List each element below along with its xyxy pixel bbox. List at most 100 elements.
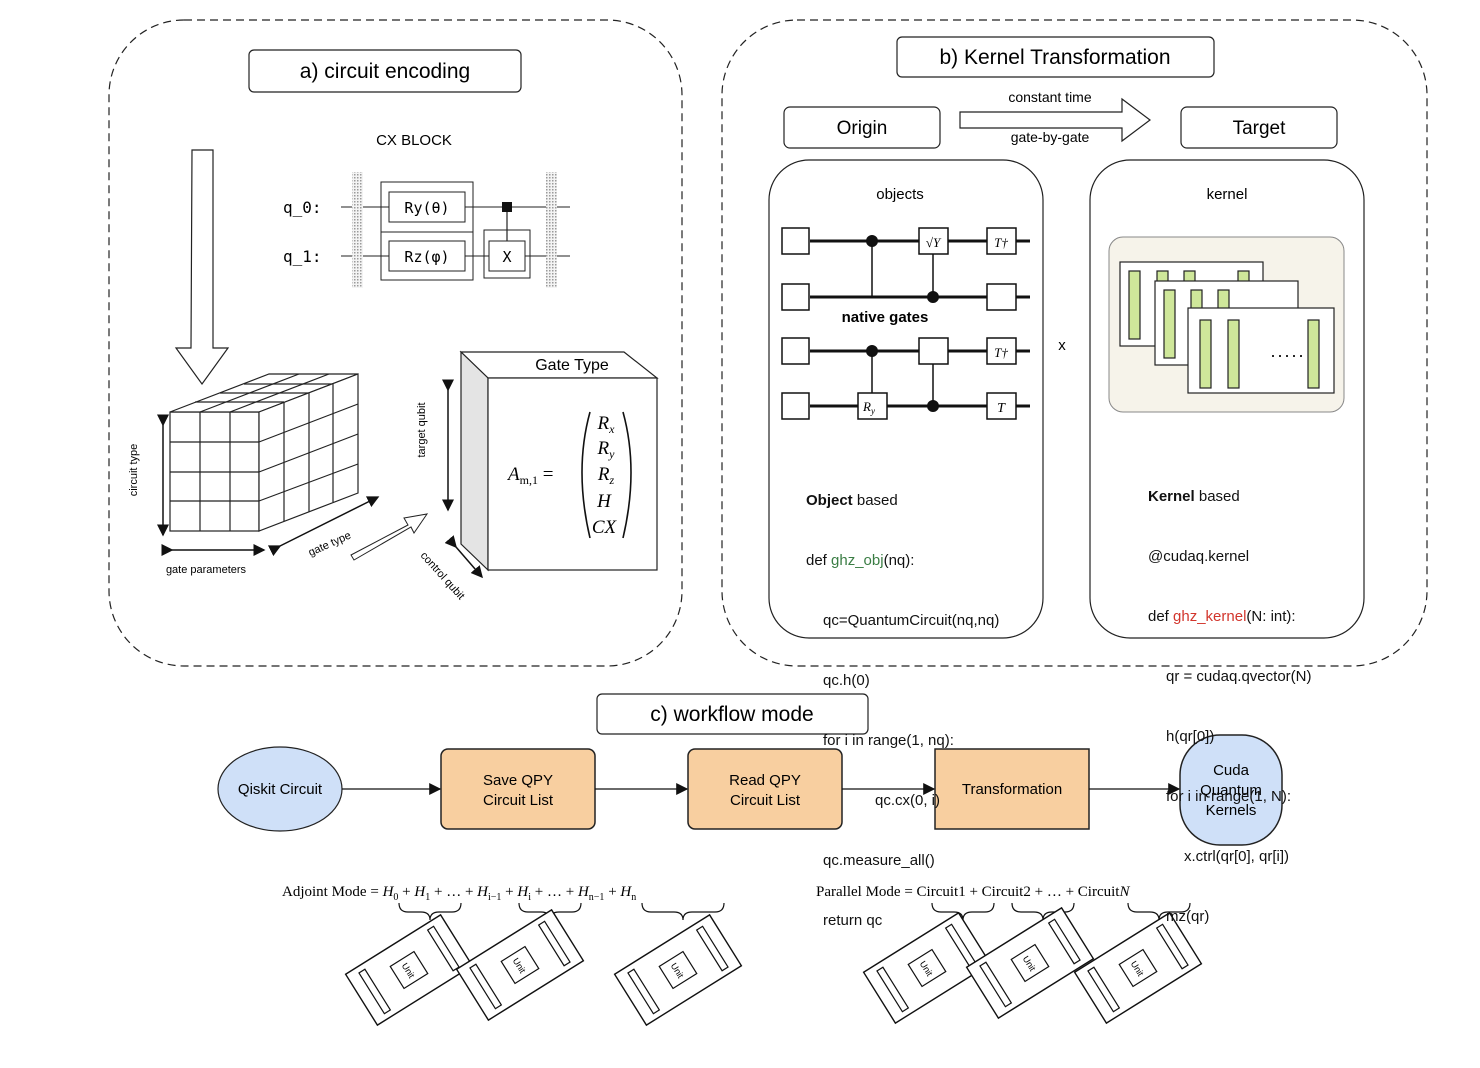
kernel-stack [1119,261,1335,394]
matrix-entry-rz: Rz [597,464,615,487]
matrix-entry-ry: Ry [597,438,616,461]
matrix-entry-cx: CX [592,517,618,538]
gate-type-box-front [487,377,658,571]
kernel-code-decorator: @cudaq.kernel [1148,548,1250,565]
control-qubit-axis [444,535,483,579]
object-code-title-bold: Object [806,492,853,509]
barrier-right [546,172,557,288]
gate-sqrt-y: √Y [926,235,942,250]
kernel-code-def: def [1148,608,1174,625]
cx-block-label: CX BLOCK [376,132,452,149]
panel-b: b) Kernel Transformation Origin Target c… [721,19,1428,667]
panel-b-title: b) Kernel Transformation [939,46,1170,69]
gate-ry-label: Ry(θ) [404,199,449,217]
matrix-entry-h: H [596,491,612,512]
gate-t: T [997,401,1006,416]
node-save-qpy [440,748,596,830]
object-code-fn: ghz_obj [831,552,884,569]
kernel-code-block: Kernel based @cudaq.kernel def ghz_kerne… [1148,447,1311,947]
adjoint-equation: Adjoint Mode = H0 + H1 + … + Hi−1 + Hi +… [282,884,636,903]
kernel-code-title-rest: based [1194,488,1240,505]
gate-outline-rz [380,231,474,281]
circuit-type-label: circuit type [128,444,140,497]
panel-c-title: c) workflow mode [650,703,813,726]
control-qubit-label: control qubit [418,550,467,603]
encode-down-arrow [174,149,230,386]
multiply-sign: x [1058,337,1066,354]
objects-panel [768,159,1044,639]
matrix-lhs: Am,1 = [506,464,553,487]
object-code-line: qc.measure_all() [823,852,935,869]
panel-c-title-box [596,693,869,735]
object-code-line: qc.cx(0, i) [875,792,941,809]
panel-a: a) circuit encoding CX BLOCK q_0: q_1: R… [108,19,683,667]
unit-chip: Unit [1073,911,1203,1025]
node-transformation [934,748,1090,830]
node-transformation-label: Transformation [962,781,1062,798]
matrix-right-paren [622,411,632,539]
panel-b-title-box [896,36,1215,78]
underbraces [398,902,1191,921]
matrix-entry-rx: Rx [597,413,616,436]
panel-a-border [108,19,683,667]
gate-ry-native: Ry [862,399,875,416]
kernel-code-fn: ghz_kernel [1173,608,1247,625]
gate-tdg-1: T† [994,235,1008,250]
gate-x [488,240,526,272]
object-code-def: def [806,552,832,569]
native-gates-label: native gates [842,309,929,326]
kernel-code-sig: (N: int): [1246,608,1296,625]
arrow-top-label: constant time [1008,89,1091,105]
cx-control-dot [502,202,512,212]
unit-chip: Unit [344,913,474,1027]
gate-tdg-2: T† [994,345,1008,360]
gate-x-label: X [502,248,511,266]
gate-rz [388,240,466,272]
arrow-bottom-label: gate-by-gate [1011,129,1090,145]
target-qubit-label: target qubit [416,402,428,457]
gate-type-box: Gate Type Am,1 = Rx Ry Rz H CX [459,350,659,572]
unit-chip: Unit [862,911,992,1025]
gate-rz-label: Rz(φ) [404,248,449,266]
object-code-sig: (nq): [883,552,915,569]
panel-a-title: a) circuit encoding [300,60,470,83]
panel-b-border [721,19,1428,667]
gate-type-box-side [460,350,489,572]
unit-chip: Unit [455,908,585,1022]
kernel-code-line: h(qr[0]) [1166,728,1215,745]
kernel-code-line: mz(qr) [1166,908,1210,925]
parallel-equation: Parallel Mode = Circuit1 + Circuit2 + … … [816,884,1130,900]
kernel-code-title-bold: Kernel [1148,488,1195,505]
kernel-code-line: for i in range(1, N): [1166,788,1292,805]
barrier-left [352,172,363,288]
qubit-label-q0: q_0: [283,198,322,217]
kernel-dots: ..... [1270,341,1305,361]
target-label: Target [1233,118,1287,139]
node-qiskit-circuit-label: Qiskit Circuit [238,781,323,798]
to-gate-type-arrow [350,513,429,561]
kernel-heading: kernel [1207,186,1248,203]
gate-parameters-label: gate parameters [166,564,247,576]
transform-arrow [959,97,1151,143]
matrix-left-paren [581,411,591,539]
gate-type-axis [267,496,380,557]
panel-a-title-box [248,49,522,93]
native-gate-circuits [781,227,1030,420]
target-box [1180,106,1338,149]
unit-chip: Unit [613,913,743,1027]
gate-type-title: Gate Type [535,357,609,374]
gate-ry [388,191,466,223]
objects-heading: objects [876,186,924,203]
object-code-block: Object based def ghz_obj(nq): qc=Quantum… [806,451,999,951]
origin-box [783,106,941,149]
unit-chip: Unit [965,906,1095,1020]
panel-c: c) workflow mode Qiskit Circuit Save QPY… [217,693,1283,1027]
tensor-grid [169,373,359,532]
object-code-line: qc.h(0) [823,672,870,689]
object-code-line: return qc [823,912,883,929]
object-code-line: qc=QuantumCircuit(nq,nq) [823,612,1000,629]
gate-type-label: gate type [307,530,353,559]
